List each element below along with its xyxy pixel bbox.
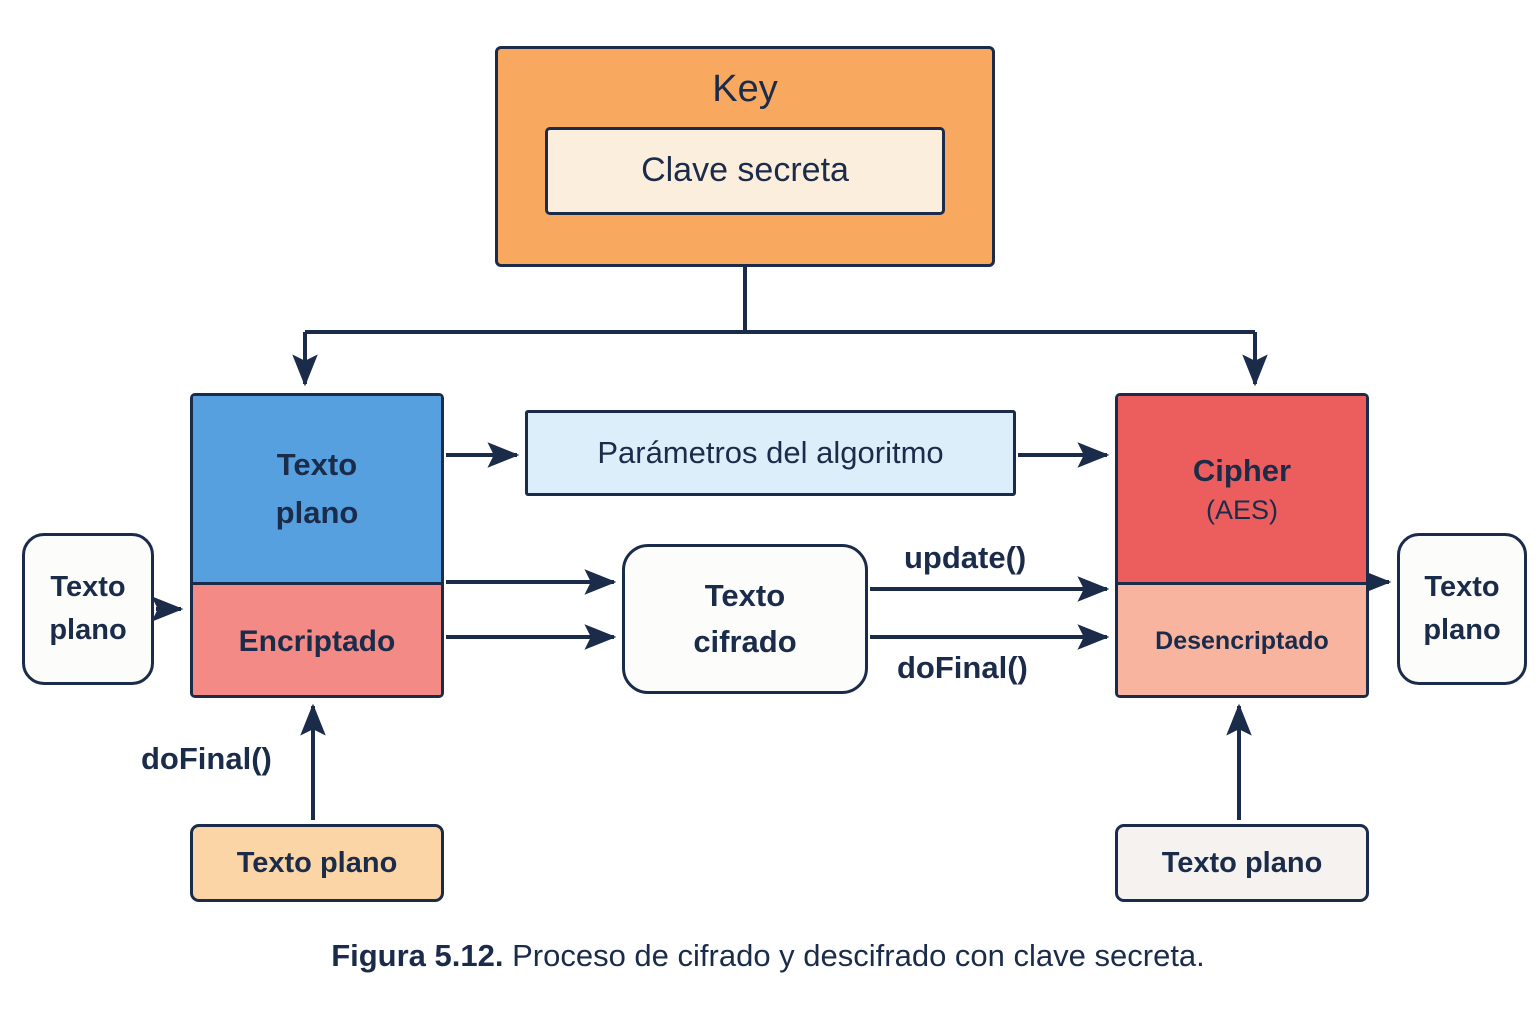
edge-label-dofinal-right: doFinal()	[897, 650, 1028, 685]
output-plaintext-line1: Texto	[1424, 570, 1500, 603]
plaintext-line2: plano	[275, 495, 359, 530]
cipher-title: Cipher	[1192, 452, 1292, 488]
ciphertext-line2: cifrado	[693, 624, 797, 659]
edge-label-update: update()	[904, 540, 1027, 575]
plaintext-block-text: Texto plano	[276, 441, 359, 537]
secret-key-label: Clave secreta	[545, 126, 945, 215]
cipher-subtitle: (AES)	[1205, 494, 1278, 525]
ciphertext-text: Texto cifrado	[693, 573, 796, 666]
ciphertext-node[interactable]: Texto cifrado	[622, 544, 868, 694]
cipher-block: Cipher (AES)	[1118, 396, 1366, 585]
encryption-stack[interactable]: Texto plano Encriptado	[190, 393, 444, 698]
decryption-stack[interactable]: Cipher (AES) Desencriptado	[1115, 393, 1369, 698]
decrypted-block: Desencriptado	[1118, 585, 1366, 695]
figure-caption: Figura 5.12. Proceso de cifrado y descif…	[0, 938, 1536, 974]
edge-label-dofinal-left: doFinal()	[141, 741, 272, 776]
bottom-left-plaintext-node[interactable]: Texto plano	[190, 824, 444, 902]
input-plaintext-line2: plano	[49, 614, 127, 646]
figure-caption-text: Proceso de cifrado y descifrado con clav…	[503, 938, 1205, 973]
figure-caption-number: Figura 5.12.	[331, 938, 504, 973]
input-plaintext-line1: Texto	[50, 570, 126, 603]
key-title: Key	[712, 68, 778, 110]
encrypted-block: Encriptado	[193, 585, 441, 695]
algorithm-params-box[interactable]: Parámetros del algoritmo	[525, 410, 1016, 496]
plaintext-line1: Texto	[276, 446, 358, 482]
output-plaintext-text: Texto plano	[1423, 566, 1500, 653]
ciphertext-line1: Texto	[704, 577, 786, 613]
output-plaintext-node[interactable]: Texto plano	[1397, 533, 1527, 685]
input-plaintext-node[interactable]: Texto plano	[22, 533, 154, 685]
plaintext-block: Texto plano	[193, 396, 441, 585]
bottom-right-plaintext-node[interactable]: Texto plano	[1115, 824, 1369, 902]
key-box[interactable]: Key Clave secreta	[495, 46, 995, 267]
output-plaintext-line2: plano	[1423, 614, 1501, 646]
input-plaintext-text: Texto plano	[49, 566, 126, 653]
